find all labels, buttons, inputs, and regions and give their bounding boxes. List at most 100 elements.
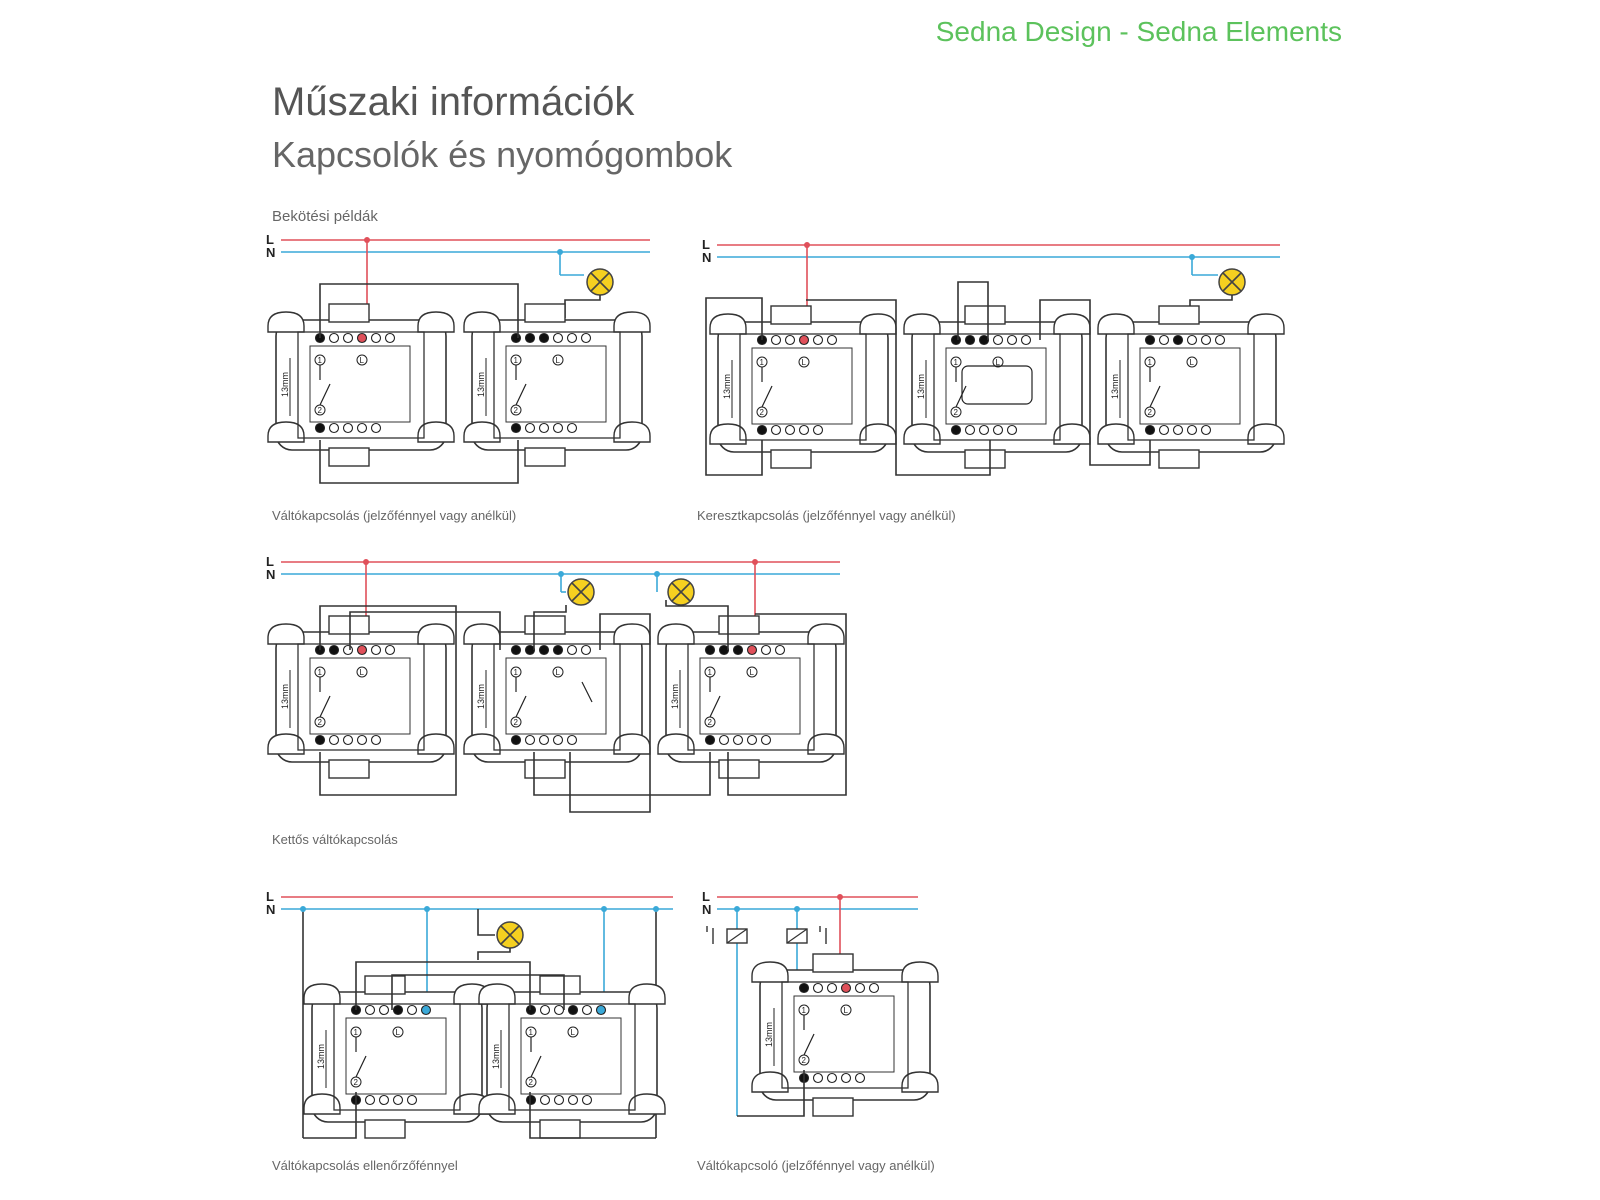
contact-1-label: 1	[514, 356, 519, 365]
terminal	[1186, 424, 1198, 436]
dimension-label: 13mm	[1110, 374, 1120, 399]
contact-lamp-label: L	[844, 1006, 849, 1015]
terminal	[826, 982, 838, 994]
terminal	[378, 1094, 390, 1106]
mounting-ear	[1097, 423, 1135, 445]
line-rail-label: L	[702, 889, 710, 904]
mounting-ear	[807, 623, 845, 645]
terminal	[370, 644, 382, 656]
rails: LN	[702, 237, 1280, 265]
mounting-ear	[751, 1071, 789, 1093]
lamp-cross	[671, 582, 691, 602]
terminal	[392, 1094, 404, 1106]
wire	[1039, 299, 1151, 466]
terminal	[356, 644, 368, 656]
terminal	[328, 332, 340, 344]
contact-lamp-label: L	[360, 356, 365, 365]
terminal	[328, 644, 340, 656]
terminal	[567, 1004, 579, 1016]
terminal	[553, 1004, 565, 1016]
caption-diagram-3: Kettős váltókapcsolás	[272, 832, 398, 847]
terminal	[798, 334, 810, 346]
terminal	[1172, 334, 1184, 346]
terminal	[314, 422, 326, 434]
terminal	[553, 1094, 565, 1106]
relay-icon	[786, 928, 808, 944]
relay-diagonal	[726, 928, 748, 944]
contact-1-label: 1	[318, 356, 323, 365]
line-rail-label: L	[266, 554, 274, 569]
terminal	[950, 334, 962, 346]
line-rail-label: L	[266, 232, 274, 247]
switch-blade	[955, 385, 967, 408]
terminal	[840, 982, 852, 994]
terminal	[370, 422, 382, 434]
lamp-icon	[496, 921, 524, 949]
terminal	[812, 334, 824, 346]
wire	[737, 1070, 805, 1117]
contact-2-label: 2	[1148, 408, 1153, 417]
contact-2-label: 2	[514, 718, 519, 727]
terminal	[525, 1004, 537, 1016]
mounting-ear	[1247, 313, 1285, 335]
terminal	[314, 734, 326, 746]
top-clamp	[328, 303, 370, 323]
inner-plate	[297, 643, 425, 751]
switch-blade	[761, 385, 773, 408]
terminal	[718, 734, 730, 746]
junction-dot	[364, 237, 370, 243]
page-title: Műszaki információk	[272, 80, 635, 124]
caption-diagram-5: Váltókapcsoló (jelzőfénnyel vagy anélkül…	[697, 1158, 935, 1173]
pushbutton-icon	[819, 926, 827, 944]
caption-diagram-2: Keresztkapcsolás (jelzőfénnyel vagy anél…	[697, 508, 956, 523]
terminal	[978, 424, 990, 436]
terminal	[364, 1004, 376, 1016]
wire	[957, 281, 989, 340]
terminal	[566, 734, 578, 746]
wire	[303, 1092, 357, 1139]
lamp-cross	[500, 925, 520, 945]
relay-diagonal	[786, 928, 808, 944]
wire	[477, 948, 511, 960]
terminal	[770, 334, 782, 346]
mounting-ear	[709, 423, 747, 445]
rails: LN	[266, 232, 650, 260]
terminal	[812, 1072, 824, 1084]
mounting-ear	[267, 733, 305, 755]
terminal	[580, 332, 592, 344]
contact-lamp	[992, 356, 1004, 368]
terminal	[704, 644, 716, 656]
switch-window	[699, 657, 801, 735]
bottom-clamp	[770, 449, 812, 469]
mounting-ear	[417, 623, 455, 645]
junction-dot	[424, 906, 430, 912]
junction-dot	[653, 906, 659, 912]
junction-dot	[1189, 254, 1195, 260]
switch-window	[1139, 347, 1241, 425]
terminal	[1006, 334, 1018, 346]
switch-blade	[1149, 385, 1161, 408]
terminal	[840, 1072, 852, 1084]
bottom-clamp	[1158, 449, 1200, 469]
terminal	[552, 332, 564, 344]
mounting-ear	[628, 983, 666, 1005]
lamp-icon	[667, 578, 695, 606]
terminal	[510, 734, 522, 746]
top-clamp	[1158, 305, 1200, 325]
terminal	[580, 644, 592, 656]
terminal	[774, 644, 786, 656]
terminal	[378, 1004, 390, 1016]
inner-plate	[687, 643, 815, 751]
mounting-ear	[267, 623, 305, 645]
lamp-icon	[567, 578, 595, 606]
terminal	[342, 332, 354, 344]
top-clamp	[328, 615, 370, 635]
switch-blade	[515, 695, 527, 718]
terminal	[539, 1094, 551, 1106]
contact-2-label: 2	[760, 408, 765, 417]
contact-lamp-label: L	[396, 1028, 401, 1037]
section-label: Bekötési példák	[272, 208, 378, 225]
